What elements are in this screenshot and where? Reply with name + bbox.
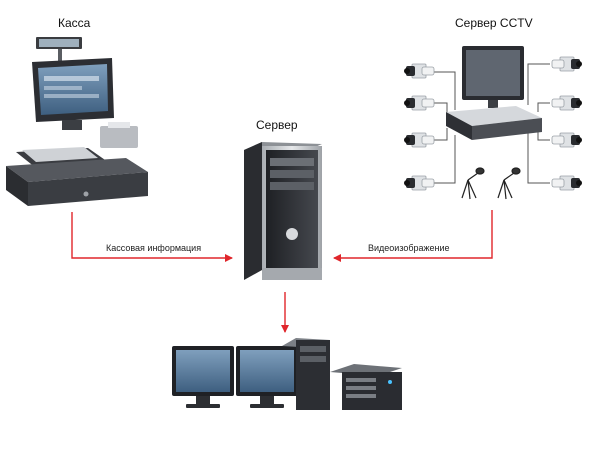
cctv-camera-icon: [551, 175, 583, 191]
monitor-icon: [462, 46, 524, 108]
cctv-camera-icon: [403, 63, 435, 79]
cctv-camera-icon: [403, 95, 435, 111]
tower-pc-icon: [244, 142, 322, 280]
cctv-camera-icon: [551, 95, 583, 111]
connector-kassa-server: [71, 212, 233, 262]
edge-label-cctv-server: Видеоизображение: [368, 243, 450, 253]
node-title-server: Сервер: [256, 118, 298, 132]
cctv-camera-icon: [403, 132, 435, 148]
cctv-camera-icon: [551, 56, 583, 72]
node-title-kassa: Касса: [58, 16, 91, 30]
node-title-cctv: Сервер CCTV: [455, 16, 533, 30]
dvr-icon: [446, 106, 542, 140]
workstation-icon: [172, 338, 402, 410]
cctv-camera-icon: [551, 132, 583, 148]
cctv-camera-icon: [403, 175, 435, 191]
pos-terminal-icon: [6, 37, 148, 206]
microphone-icon: [461, 167, 485, 200]
microphone-icon: [497, 167, 521, 200]
connector-cctv-server: [333, 210, 493, 262]
cctv-system-group: [403, 46, 583, 200]
edge-label-kassa-server: Кассовая информация: [106, 243, 202, 253]
